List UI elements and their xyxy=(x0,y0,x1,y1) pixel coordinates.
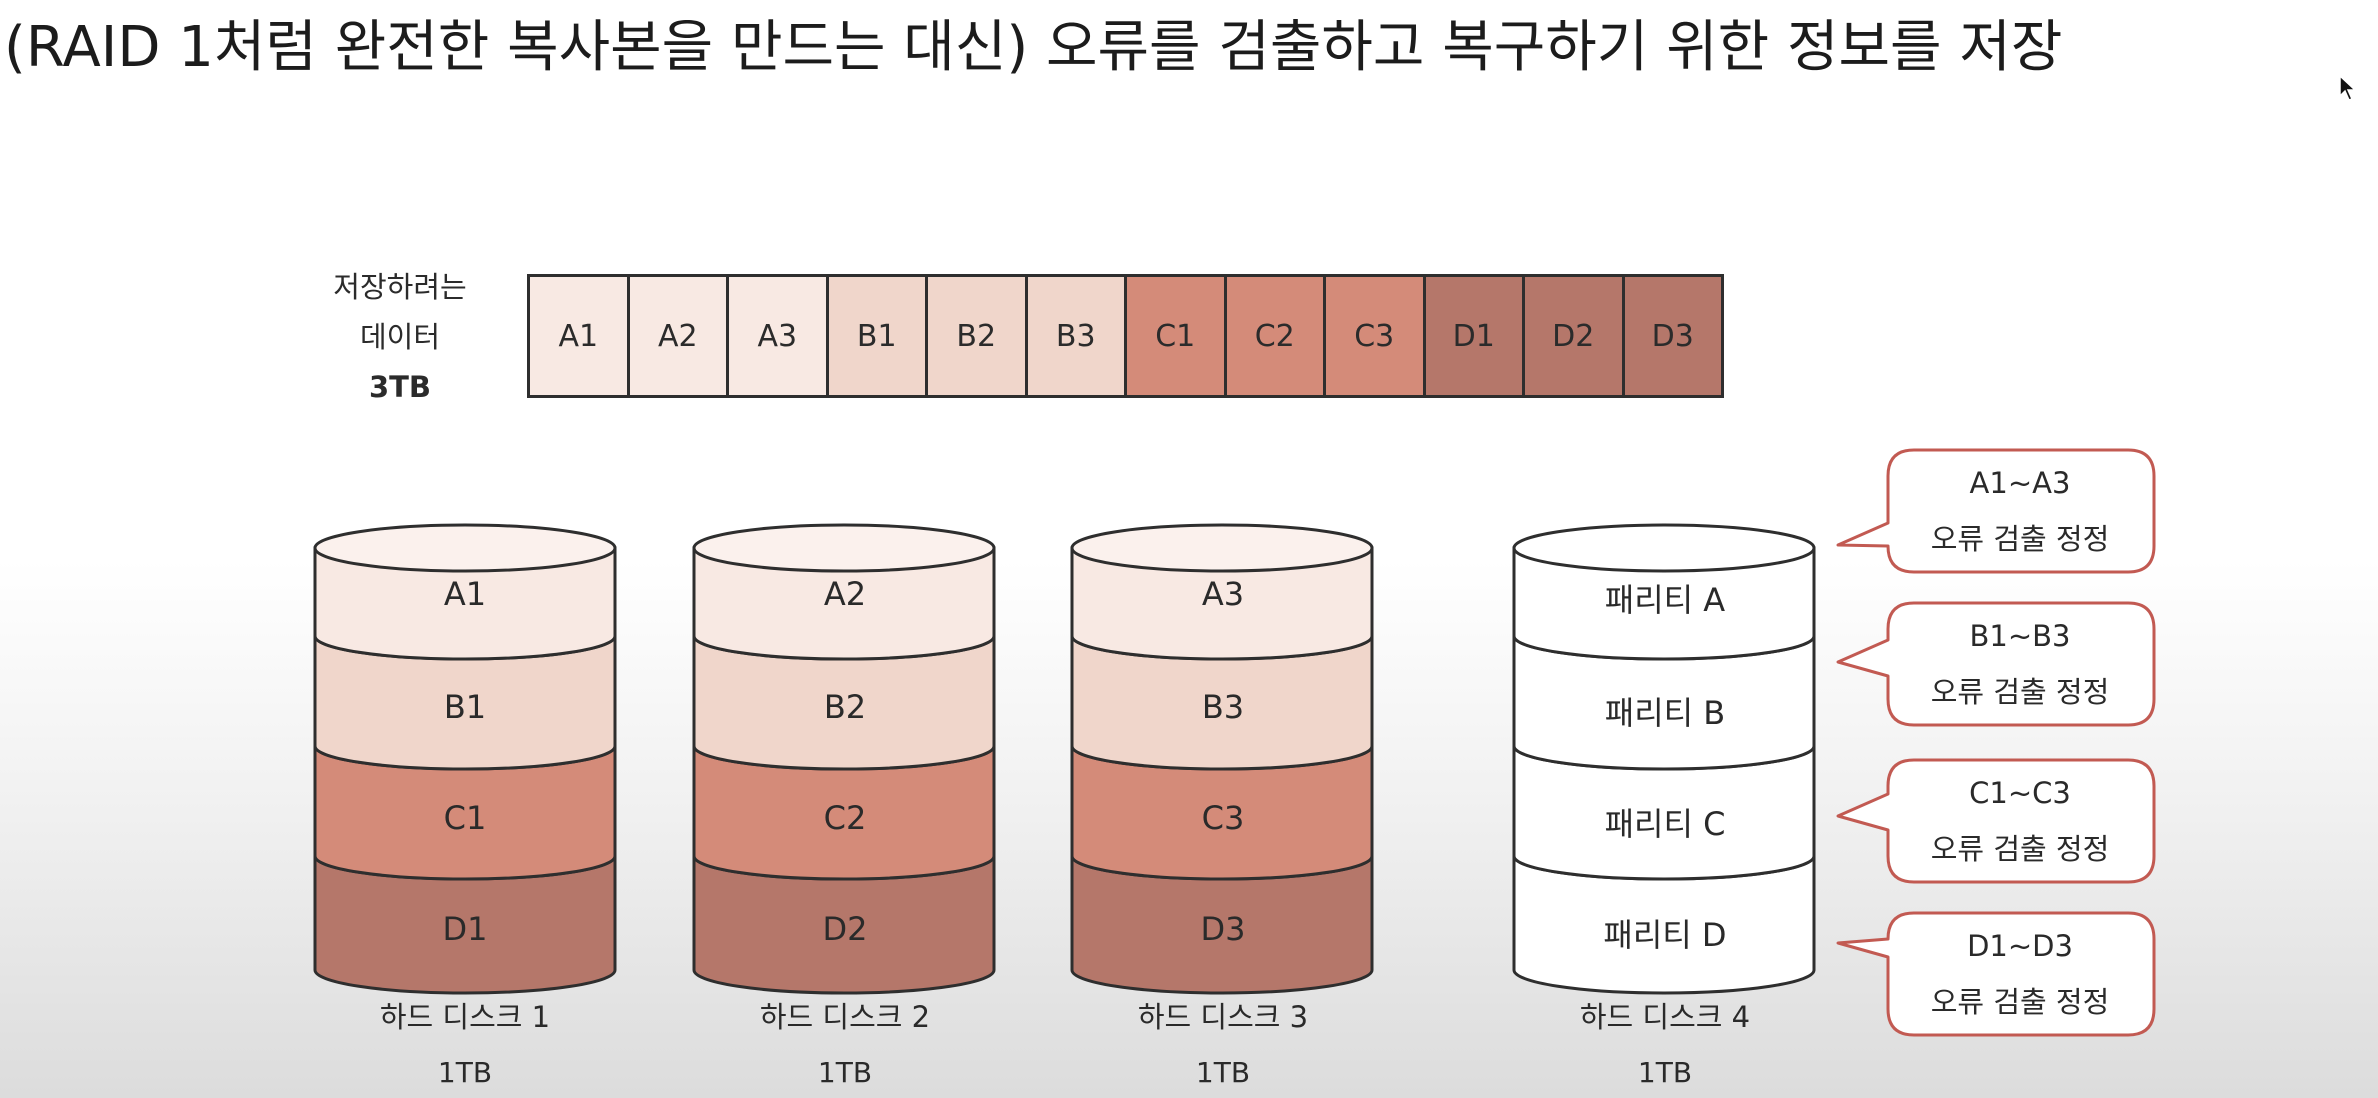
bubble-d-text: 오류 검출 정정 xyxy=(1930,985,2110,1019)
disk3-segment-body xyxy=(1070,634,1374,771)
strip-cell: D2 xyxy=(1525,277,1625,395)
disk1-block-d: D1 xyxy=(442,910,488,948)
strip-cell: A2 xyxy=(629,277,729,395)
disk4-parity-a: 패리티 A xyxy=(1604,581,1726,619)
disk4-parity-d: 패리티 D xyxy=(1603,916,1727,954)
disk3-segment-body xyxy=(1070,546,1374,661)
bubble-a: A1~A3 오류 검출 정정 xyxy=(1885,455,2155,567)
data-strip: A1 A2 A3 B1 B2 B3 C1 C2 C3 D1 D2 D3 xyxy=(527,274,1724,398)
bubble-b-range: B1~B3 xyxy=(1969,619,2071,653)
disk4-parity-b: 패리티 B xyxy=(1604,694,1726,732)
disk2-size: 1TB xyxy=(817,1056,873,1089)
disk3-block-a: A3 xyxy=(1201,575,1245,613)
disk3-block-d: D3 xyxy=(1200,910,1246,948)
bubble-c-range: C1~C3 xyxy=(1969,776,2071,810)
disk1-segment-body xyxy=(313,546,617,661)
disk3-name: 하드 디스크 3 xyxy=(1137,1000,1309,1034)
speech-bubble xyxy=(1836,758,2156,884)
disk4-segment-top xyxy=(1512,523,1816,573)
disk3-segment-body xyxy=(1070,744,1374,881)
disk1-name: 하드 디스크 1 xyxy=(379,1000,551,1034)
bubble-d-range: D1~D3 xyxy=(1967,929,2073,963)
disk4-segment-body xyxy=(1512,744,1816,881)
strip-cell: C3 xyxy=(1326,277,1426,395)
strip-cell: A1 xyxy=(530,277,630,395)
bubble-b: B1~B3 오류 검출 정정 xyxy=(1885,608,2155,720)
disk1-segment-top xyxy=(313,523,617,573)
strip-cell: B2 xyxy=(928,277,1028,395)
disk3-segment-body xyxy=(1070,854,1374,995)
disk2-segment-body xyxy=(692,744,996,881)
strip-cell: A3 xyxy=(729,277,829,395)
caption-text: (RAID 1처럼 완전한 복사본을 만드는 대신) 오류를 검출하고 복구하기… xyxy=(4,15,2063,80)
disk3-segment-top xyxy=(1070,523,1374,573)
disk4-segment-body xyxy=(1512,634,1816,771)
disk4-segment-body xyxy=(1512,854,1816,995)
disk1-size: 1TB xyxy=(437,1056,493,1089)
bubble-a-text: 오류 검출 정정 xyxy=(1930,522,2110,556)
disk3-block-c: C3 xyxy=(1201,799,1245,837)
strip-cell: C2 xyxy=(1226,277,1326,395)
disk1-segment-body xyxy=(313,854,617,995)
speech-bubble xyxy=(1836,601,2156,727)
disk2-block-b: B2 xyxy=(823,688,867,726)
disk4-parity-c: 패리티 C xyxy=(1604,805,1726,843)
data-label-line1: 저장하려는 xyxy=(333,270,467,304)
bubble-d: D1~D3 오류 검출 정정 xyxy=(1885,918,2155,1030)
bubble-b-text: 오류 검출 정정 xyxy=(1930,675,2110,709)
disk4-segment-body xyxy=(1512,546,1816,661)
bubble-c: C1~C3 오류 검출 정정 xyxy=(1885,765,2155,877)
bubble-c-text: 오류 검출 정정 xyxy=(1930,832,2110,866)
disk2-name: 하드 디스크 2 xyxy=(759,1000,931,1034)
disk2-block-a: A2 xyxy=(823,575,867,613)
strip-cell: D3 xyxy=(1624,277,1721,395)
speech-bubble xyxy=(1836,911,2156,1037)
disk2-segment-body xyxy=(692,634,996,771)
disk2-segment-body xyxy=(692,854,996,995)
disk2-segment-body xyxy=(692,546,996,661)
disk2-block-c: C2 xyxy=(823,799,867,837)
data-label: 저장하려는 데이터 3TB xyxy=(300,262,500,412)
disk2-segment-top xyxy=(692,523,996,573)
disk1-block-c: C1 xyxy=(443,799,487,837)
disk2-block-d: D2 xyxy=(822,910,868,948)
data-label-line2: 데이터 xyxy=(359,320,441,354)
strip-cell: B3 xyxy=(1027,277,1127,395)
disk3-size: 1TB xyxy=(1195,1056,1251,1089)
disk1-segment-body xyxy=(313,634,617,771)
strip-cell: B1 xyxy=(828,277,928,395)
disk4-size: 1TB xyxy=(1637,1056,1693,1089)
strip-cell: C1 xyxy=(1127,277,1227,395)
disk4-name: 하드 디스크 4 xyxy=(1579,1000,1751,1034)
data-label-size: 3TB xyxy=(368,370,432,404)
bubble-a-range: A1~A3 xyxy=(1969,466,2071,500)
disk1-block-a: A1 xyxy=(443,575,487,613)
disk1-segment-body xyxy=(313,744,617,881)
disk3-block-b: B3 xyxy=(1201,688,1245,726)
disk1-block-b: B1 xyxy=(443,688,487,726)
strip-cell: D1 xyxy=(1425,277,1525,395)
speech-bubble xyxy=(1836,448,2156,574)
mouse-cursor-icon xyxy=(2338,74,2358,106)
